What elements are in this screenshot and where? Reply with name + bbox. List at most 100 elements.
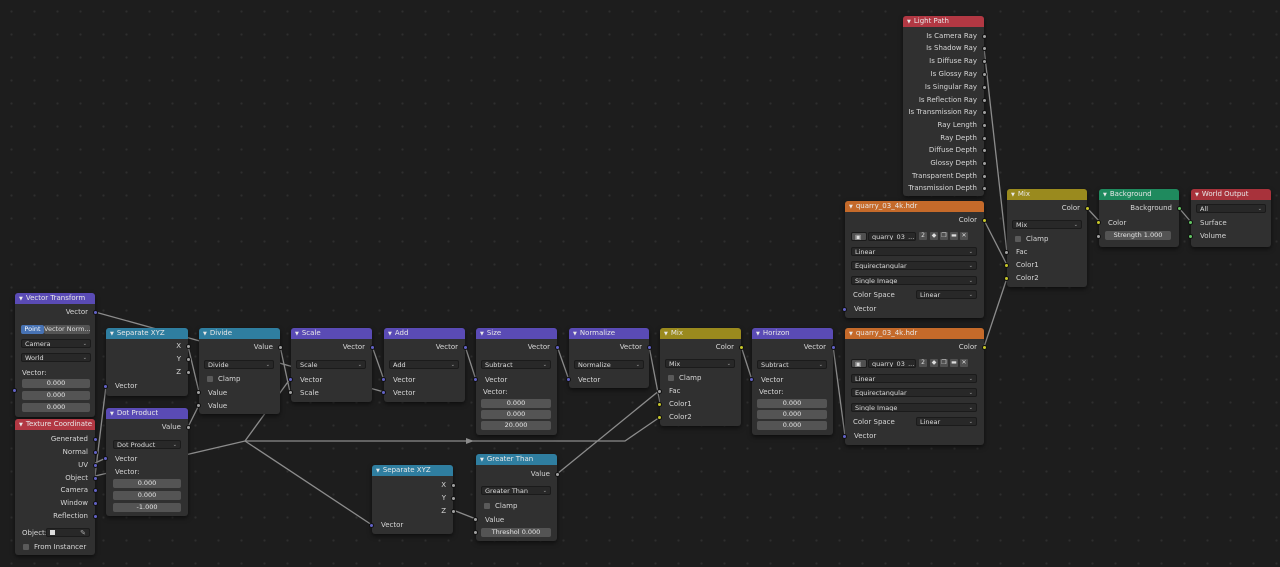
output-socket[interactable]	[982, 136, 987, 141]
collapse-arrow-icon[interactable]: ▼	[388, 331, 392, 337]
color-space-dropdown[interactable]: Linear⌄	[916, 290, 977, 299]
convert-to-dropdown[interactable]: World⌄	[21, 353, 91, 362]
vector-x-field[interactable]: 0.000	[481, 399, 551, 408]
environment-texture-node[interactable]: ▼quarry_03_4k.hdr Color ▣ quarry_03_... …	[842, 328, 987, 445]
unlink-x-icon[interactable]: ✕	[960, 359, 968, 367]
vector-x-field[interactable]: 0.000	[22, 379, 90, 388]
object-picker[interactable]: ✎	[46, 528, 90, 537]
input-socket[interactable]	[1188, 234, 1193, 239]
image-browse-icon[interactable]: ▣	[851, 359, 867, 368]
vector-z-field[interactable]: 20.000	[481, 421, 551, 430]
color-space-dropdown[interactable]: Linear⌄	[916, 417, 977, 426]
node-header[interactable]: ▼World Output	[1191, 189, 1271, 200]
threshold-field[interactable]: Threshol 0.000	[481, 528, 551, 537]
input-socket[interactable]	[1004, 250, 1009, 255]
operation-dropdown[interactable]: Greater Than⌄	[481, 486, 551, 495]
strength-field[interactable]: Strength 1.000	[1105, 231, 1171, 240]
input-socket[interactable]	[12, 388, 17, 393]
input-socket[interactable]	[381, 390, 386, 395]
separate-xyz-node[interactable]: ▼Separate XYZ X Y Z Vector	[103, 328, 191, 396]
mix-node[interactable]: ▼Mix Color Mix⌄ Clamp Fac Color1 Color2	[657, 328, 744, 426]
output-socket[interactable]	[982, 174, 987, 179]
image-browse-icon[interactable]: ▣	[851, 232, 867, 241]
operation-dropdown[interactable]: Add⌄	[389, 360, 459, 369]
output-socket[interactable]	[93, 450, 98, 455]
output-socket[interactable]	[982, 34, 987, 39]
convert-from-dropdown[interactable]: Camera⌄	[21, 339, 91, 348]
input-socket[interactable]	[196, 403, 201, 408]
source-dropdown[interactable]: Single Image⌄	[851, 403, 977, 412]
output-socket[interactable]	[982, 98, 987, 103]
interpolation-dropdown[interactable]: Linear⌄	[851, 374, 977, 383]
input-socket[interactable]	[1096, 234, 1101, 239]
vector-z-field[interactable]: 0.000	[757, 421, 827, 430]
node-header[interactable]: ▼Greater Than	[476, 454, 557, 465]
input-socket[interactable]	[842, 434, 847, 439]
output-socket[interactable]	[982, 218, 987, 223]
node-header[interactable]: ▼Mix	[1007, 189, 1087, 200]
duplicate-icon[interactable]: ❐	[940, 232, 948, 240]
collapse-arrow-icon[interactable]: ▼	[849, 331, 853, 337]
output-socket[interactable]	[982, 46, 987, 51]
output-socket[interactable]	[93, 437, 98, 442]
output-socket[interactable]	[370, 345, 375, 350]
output-socket[interactable]	[1177, 206, 1182, 211]
from-instancer-checkbox[interactable]	[23, 544, 29, 550]
vector-y-field[interactable]: 0.000	[113, 491, 181, 500]
input-socket[interactable]	[842, 307, 847, 312]
input-socket[interactable]	[1004, 276, 1009, 281]
output-socket[interactable]	[982, 85, 987, 90]
output-socket[interactable]	[982, 161, 987, 166]
vector-x-field[interactable]: 0.000	[757, 399, 827, 408]
collapse-arrow-icon[interactable]: ▼	[19, 296, 23, 302]
input-socket[interactable]	[196, 390, 201, 395]
collapse-arrow-icon[interactable]: ▼	[480, 457, 484, 463]
input-socket[interactable]	[103, 456, 108, 461]
node-header[interactable]: ▼Separate XYZ	[372, 465, 453, 476]
collapse-arrow-icon[interactable]: ▼	[110, 411, 114, 417]
input-socket[interactable]	[657, 415, 662, 420]
node-header[interactable]: ▼Horizon	[752, 328, 833, 339]
node-header[interactable]: ▼Light Path	[903, 16, 984, 27]
input-socket[interactable]	[566, 377, 571, 382]
user-count-badge[interactable]: 2	[919, 232, 927, 240]
greater-than-node[interactable]: ▼Greater Than Value Greater Than⌄ Clamp …	[473, 454, 560, 541]
input-socket[interactable]	[473, 530, 478, 535]
size-node[interactable]: ▼Size Vector Subtract⌄ Vector Vector: 0.…	[473, 328, 560, 435]
interpolation-dropdown[interactable]: Linear⌄	[851, 247, 977, 256]
node-header[interactable]: ▼Add	[384, 328, 465, 339]
image-name-field[interactable]: quarry_03_...	[868, 232, 916, 241]
eyedropper-icon[interactable]: ✎	[80, 529, 86, 537]
duplicate-icon[interactable]: ❐	[940, 359, 948, 367]
output-socket[interactable]	[982, 123, 987, 128]
vector-x-field[interactable]: 0.000	[113, 479, 181, 488]
collapse-arrow-icon[interactable]: ▼	[849, 204, 853, 210]
collapse-arrow-icon[interactable]: ▼	[110, 331, 114, 337]
output-socket[interactable]	[739, 345, 744, 350]
input-socket[interactable]	[473, 377, 478, 382]
node-header[interactable]: ▼Size	[476, 328, 557, 339]
node-header[interactable]: ▼Vector Transform	[15, 293, 95, 304]
input-socket[interactable]	[103, 384, 108, 389]
operation-dropdown[interactable]: Normalize⌄	[574, 360, 644, 369]
input-socket[interactable]	[473, 517, 478, 522]
input-socket[interactable]	[288, 377, 293, 382]
output-socket[interactable]	[982, 345, 987, 350]
clamp-checkbox[interactable]	[668, 375, 674, 381]
normal-mode-button[interactable]: Vector Norm...	[44, 325, 90, 334]
user-count-badge[interactable]: 2	[919, 359, 927, 367]
output-socket[interactable]	[982, 72, 987, 77]
operation-dropdown[interactable]: Divide⌄	[204, 360, 274, 369]
vector-z-field[interactable]: 0.000	[22, 403, 90, 412]
normalize-node[interactable]: ▼Normalize Vector Normalize⌄ Vector	[566, 328, 652, 388]
output-socket[interactable]	[93, 310, 98, 315]
mix-node[interactable]: ▼Mix Color Mix⌄ Clamp Fac Color1 Color2	[1004, 189, 1090, 287]
unlink-x-icon[interactable]: ✕	[960, 232, 968, 240]
collapse-arrow-icon[interactable]: ▼	[19, 422, 23, 428]
input-socket[interactable]	[657, 402, 662, 407]
collapse-arrow-icon[interactable]: ▼	[1195, 192, 1199, 198]
output-socket[interactable]	[93, 514, 98, 519]
collapse-arrow-icon[interactable]: ▼	[376, 468, 380, 474]
output-socket[interactable]	[93, 501, 98, 506]
input-socket[interactable]	[288, 390, 293, 395]
